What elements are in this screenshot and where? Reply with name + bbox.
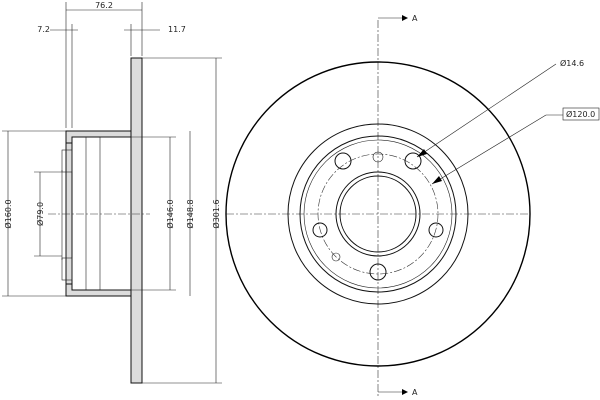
bolt-holes: [312, 151, 444, 281]
center-bore-outer: [335, 171, 421, 257]
leader-pcd: [431, 114, 547, 185]
section-arrowhead-bottom: [402, 389, 408, 395]
disc-ring-section: [130, 57, 143, 384]
bolt-hole: [404, 152, 422, 170]
center-bore-detail: [61, 149, 73, 173]
pcd-label-box: [562, 107, 600, 121]
section-label-bottom: A: [412, 388, 418, 397]
hat-inner: [303, 139, 453, 289]
bolt-hole-small: [331, 252, 341, 262]
center-bore: [339, 175, 417, 253]
bolt-hole: [334, 152, 352, 170]
bolt-hole-small: [372, 151, 384, 163]
hat-body: [71, 136, 132, 291]
section-arrowhead-top: [402, 15, 408, 21]
center-bore-detail-lower: [61, 257, 73, 281]
dim-offset-label: 7.2: [37, 25, 50, 34]
dim-inner-hat-label: Ø146.0: [165, 199, 175, 228]
bolt-hole: [369, 263, 387, 281]
dim-bolt-hole-label: Ø14.6: [560, 58, 584, 68]
disc-outer-edge: [225, 61, 531, 367]
leader-pcd-arrow: [432, 176, 442, 184]
section-label-top: A: [412, 14, 418, 23]
front-view: A A Ø14.6 Ø120.0: [225, 14, 600, 398]
hat-flange: [65, 142, 73, 285]
dim-center-bore-label: Ø79.0: [35, 202, 45, 226]
pcd-circle: [317, 153, 439, 275]
dim-width-label: 76.2: [95, 1, 113, 10]
leader-bolt-hole: [416, 63, 557, 158]
bolt-hole: [428, 222, 444, 238]
side-section-view: 76.2 7.2 11.7 Ø160.0 Ø79.0 Ø146.0 Ø148.8…: [2, 1, 222, 384]
hat-outer: [299, 135, 457, 293]
dim-disc-diameter-label: Ø301.6: [211, 199, 221, 228]
bolt-hole: [312, 222, 328, 238]
dim-thickness-label: 11.7: [168, 25, 186, 34]
dim-hat-diameter-label: Ø148.8: [185, 199, 195, 228]
dim-outer-hat-label: Ø160.0: [3, 199, 13, 228]
leader-bolt-hole-arrow: [417, 149, 427, 157]
friction-ring-inner: [287, 123, 469, 305]
dim-pcd-label: Ø120.0: [566, 109, 595, 119]
